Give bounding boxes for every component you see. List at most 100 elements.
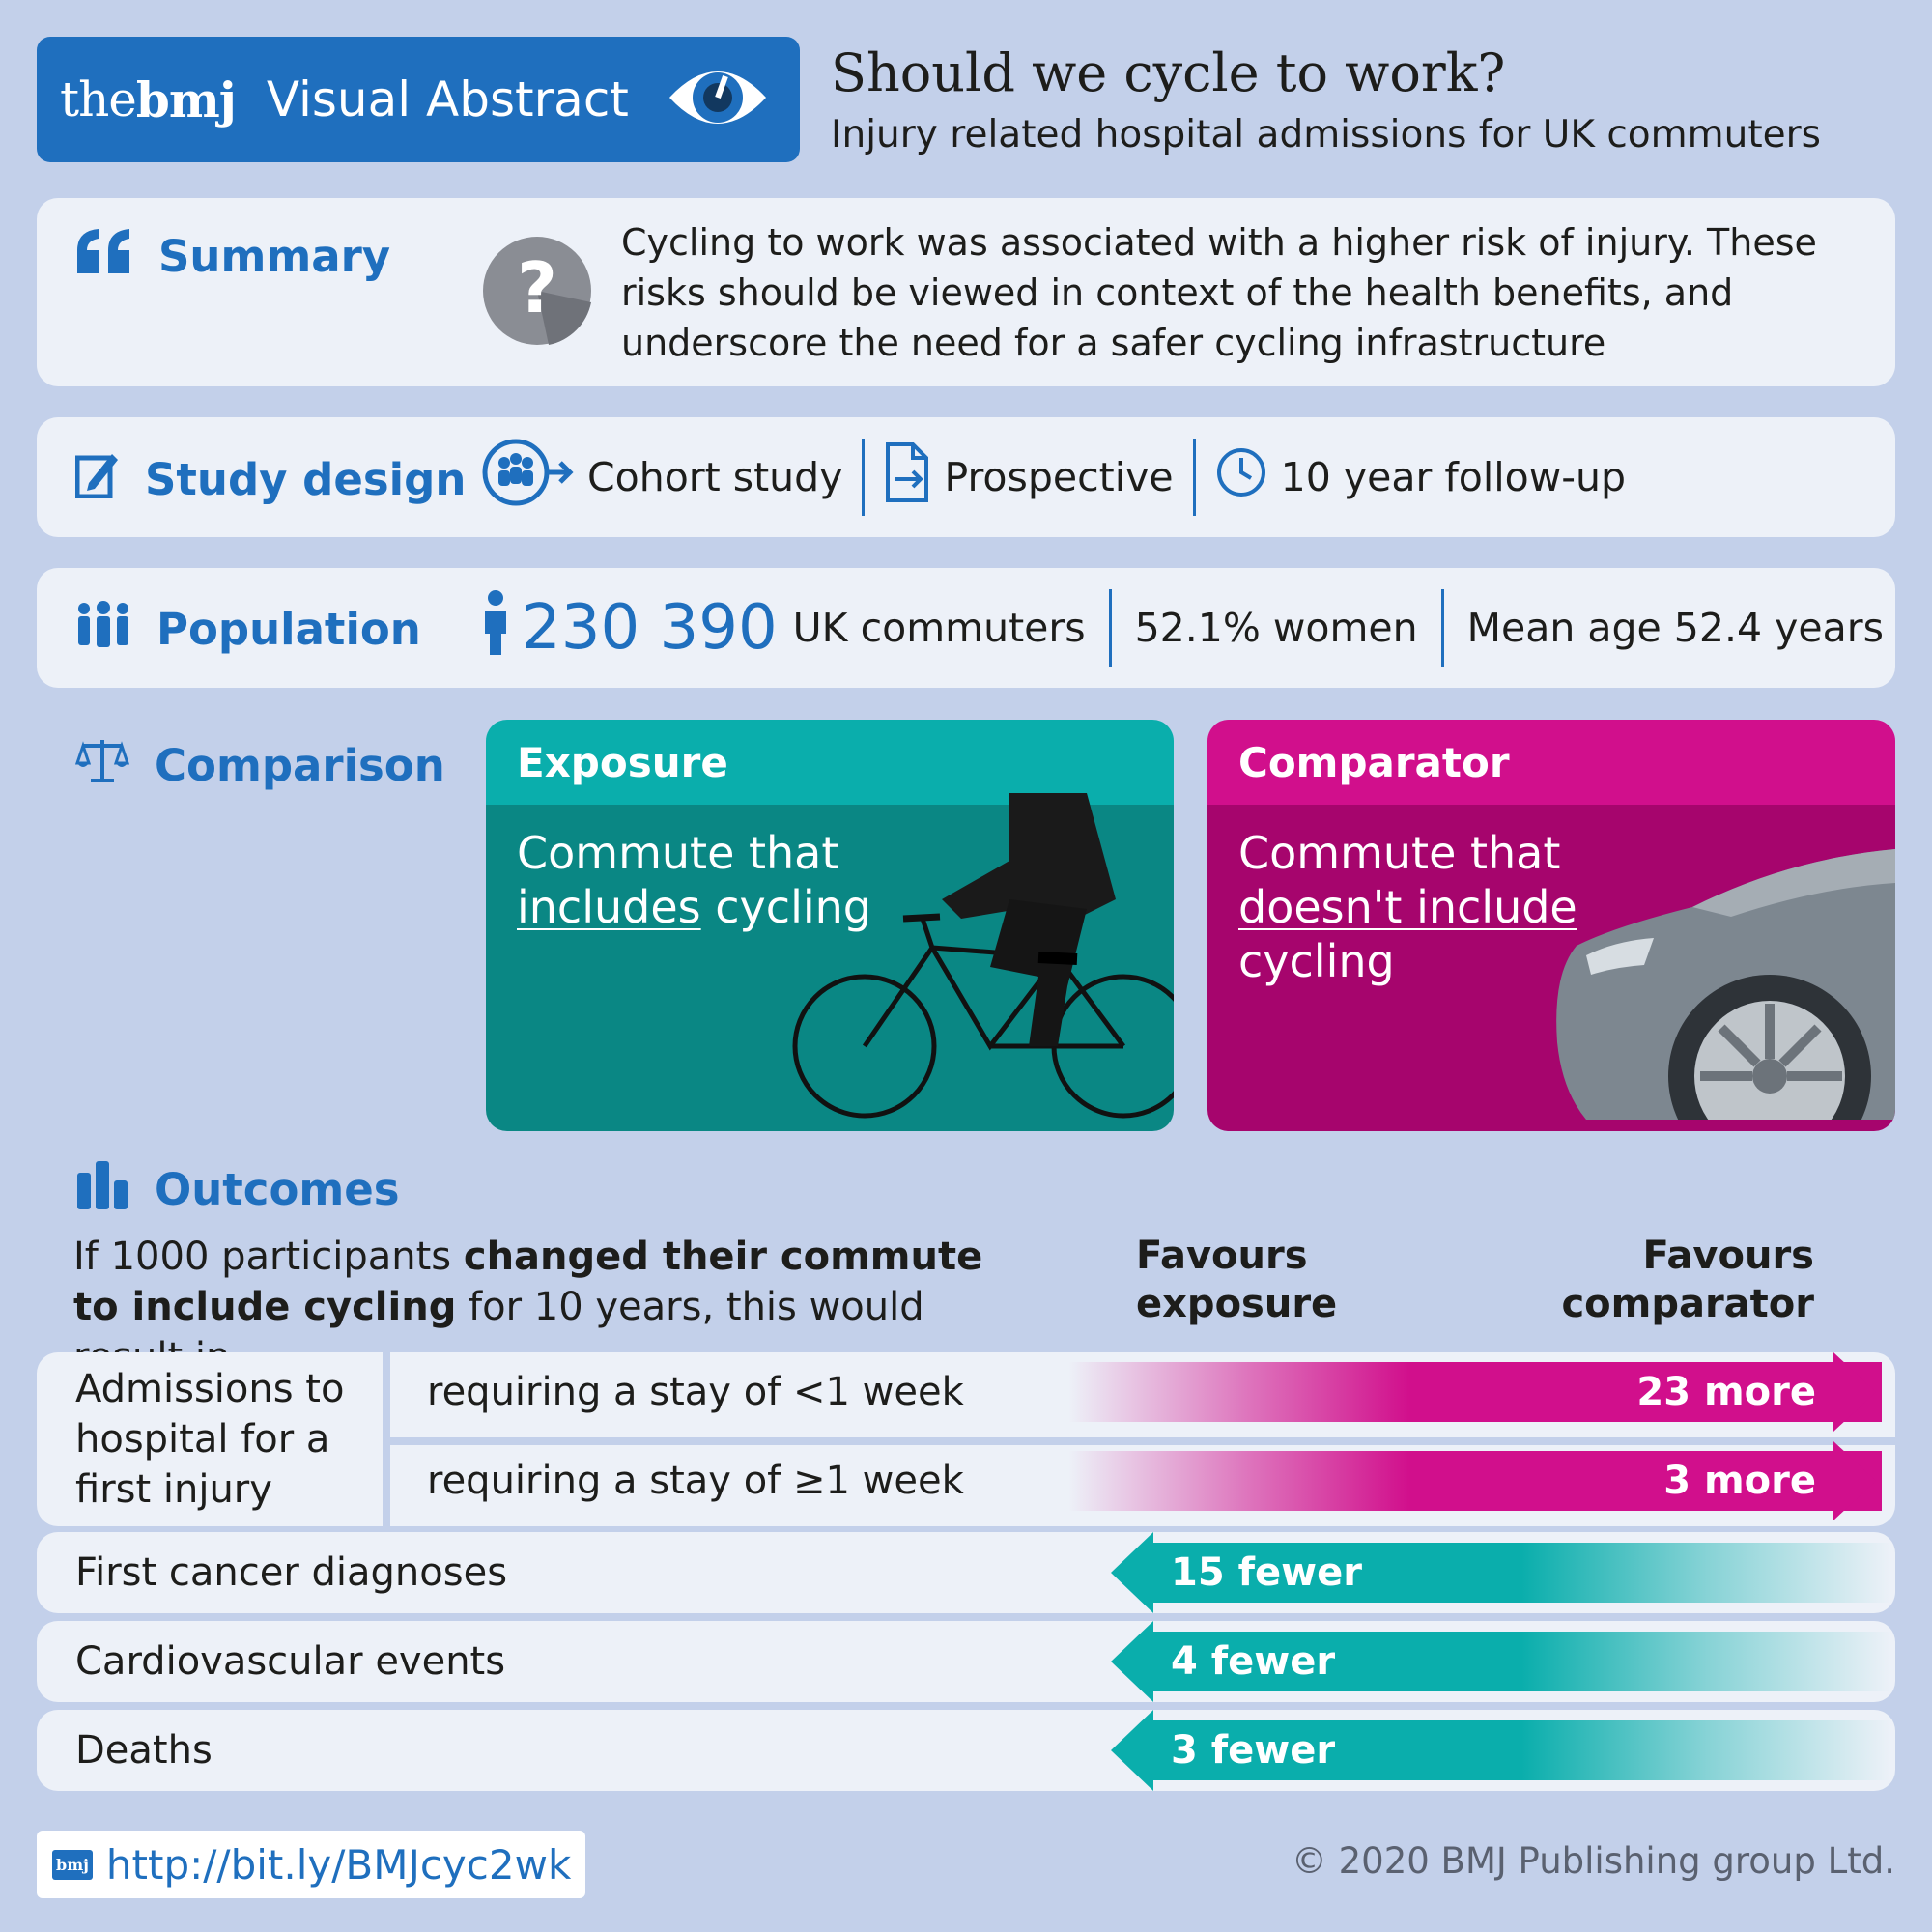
cyclist-illustration bbox=[768, 793, 1174, 1131]
outcome-label-stay-long: requiring a stay of ≥1 week bbox=[427, 1459, 964, 1503]
favours-exposure-line2: exposure bbox=[1136, 1282, 1338, 1326]
result-stay-short: 23 more bbox=[1636, 1370, 1816, 1414]
bar-chart-icon bbox=[75, 1159, 155, 1220]
divider bbox=[1192, 439, 1196, 516]
divider bbox=[1440, 589, 1444, 667]
svg-text:?: ? bbox=[517, 247, 557, 328]
result-cardiovascular: 4 fewer bbox=[1151, 1632, 1891, 1691]
outcome-row-cardiovascular: Cardiovascular events 4 fewer bbox=[37, 1621, 1895, 1702]
study-design-item-prospective: Prospective bbox=[884, 440, 1174, 514]
population-count: 230 390 bbox=[522, 592, 778, 664]
population-count-label: UK commuters bbox=[792, 605, 1086, 651]
population-women: 52.1% women bbox=[1134, 605, 1418, 651]
population-age: Mean age 52.4 years bbox=[1466, 605, 1884, 651]
population-title: Population bbox=[156, 604, 421, 655]
arrow-right-icon bbox=[1833, 1441, 1876, 1520]
comparator-body: Commute that doesn't include cycling bbox=[1208, 805, 1895, 1131]
outcome-label-stay-short: requiring a stay of <1 week bbox=[427, 1370, 964, 1414]
pencil-icon bbox=[74, 450, 145, 509]
study-design-followup: 10 year follow-up bbox=[1280, 454, 1627, 500]
exposure-underlined: includes bbox=[517, 881, 701, 933]
favours-exposure-line1: Favours bbox=[1136, 1234, 1308, 1278]
study-design-prospective: Prospective bbox=[944, 454, 1174, 500]
intro-bold: changed their commute to include cycling bbox=[73, 1235, 983, 1329]
injury-label: Admissions to hospital for a first injur… bbox=[75, 1367, 345, 1512]
comparator-line3: cycling bbox=[1238, 935, 1395, 987]
comparator-header: Comparator bbox=[1208, 720, 1895, 805]
exposure-card: Exposure Commute that includes cycling bbox=[486, 720, 1174, 1131]
footer-link[interactable]: bmj http://bit.ly/BMJcyc2wk bbox=[37, 1831, 585, 1898]
injury-outcome-group: Admissions to hospital for a first injur… bbox=[37, 1352, 1895, 1526]
people-icon bbox=[75, 601, 156, 658]
exposure-line2-rest: cycling bbox=[700, 881, 871, 933]
outcome-row-deaths: Deaths 3 fewer bbox=[37, 1710, 1895, 1791]
scales-icon bbox=[74, 736, 155, 795]
page-subtitle: Injury related hospital admissions for U… bbox=[831, 113, 1821, 156]
cohort-icon bbox=[481, 438, 587, 517]
study-design-item-followup: 10 year follow-up bbox=[1215, 446, 1626, 508]
result-deaths: 3 fewer bbox=[1151, 1720, 1891, 1780]
study-design-cohort: Cohort study bbox=[587, 454, 843, 500]
intro-part1: If 1000 participants bbox=[73, 1235, 464, 1279]
result-stay-long: 3 more bbox=[1663, 1459, 1816, 1503]
arrow-right-icon bbox=[1833, 1352, 1876, 1432]
comparison-heading: Comparison bbox=[74, 736, 445, 795]
arrow-left-icon bbox=[1111, 1710, 1153, 1791]
footer-url[interactable]: http://bit.ly/BMJcyc2wk bbox=[105, 1840, 572, 1889]
result-bar-stay-long bbox=[1068, 1451, 1882, 1511]
result-cancer: 15 fewer bbox=[1151, 1543, 1891, 1603]
study-design-panel: Study design Cohort study Prospective bbox=[37, 417, 1895, 537]
divider bbox=[1108, 589, 1112, 667]
person-icon bbox=[481, 589, 510, 667]
brand-label: Visual Abstract bbox=[266, 71, 629, 128]
page-title: Should we cycle to work? bbox=[831, 43, 1506, 103]
question-icon: ? bbox=[481, 235, 593, 351]
comparator-underlined: doesn't include bbox=[1238, 881, 1577, 933]
brand-bmj: bmj bbox=[135, 71, 237, 128]
summary-panel: Summary ? Cycling to work was associated… bbox=[37, 198, 1895, 386]
comparator-description: Commute that doesn't include cycling bbox=[1238, 826, 1864, 988]
favours-comparator-line1: Favours bbox=[1642, 1234, 1814, 1278]
clock-icon bbox=[1215, 446, 1281, 508]
copyright: © 2020 BMJ Publishing group Ltd. bbox=[1291, 1840, 1895, 1882]
comparator-line1: Commute that bbox=[1238, 827, 1561, 879]
outcome-label-cardiovascular: Cardiovascular events bbox=[75, 1639, 506, 1684]
study-design-item-cohort: Cohort study bbox=[481, 438, 842, 517]
outcome-label-cancer: First cancer diagnoses bbox=[75, 1550, 508, 1595]
favours-comparator-label: Favours comparator bbox=[1561, 1232, 1814, 1328]
result-bar-stay-short bbox=[1068, 1362, 1882, 1422]
outcome-label-deaths: Deaths bbox=[75, 1728, 213, 1773]
bmj-logo: bmj bbox=[52, 1849, 93, 1880]
exposure-line1: Commute that bbox=[517, 827, 839, 879]
population-panel: Population 230 390 UK commuters 52.1% wo… bbox=[37, 568, 1895, 688]
eye-icon bbox=[668, 61, 768, 138]
quote-icon bbox=[75, 227, 158, 286]
divider bbox=[386, 1437, 1895, 1445]
summary-title: Summary bbox=[158, 231, 391, 282]
arrow-left-icon bbox=[1111, 1532, 1153, 1613]
exposure-body: Commute that includes cycling bbox=[486, 793, 1174, 1131]
comparator-card: Comparator Commute that doesn't include … bbox=[1208, 720, 1895, 1131]
study-design-heading: Study design bbox=[74, 450, 467, 509]
exposure-description: Commute that includes cycling bbox=[517, 826, 1143, 934]
outcomes-title: Outcomes bbox=[155, 1164, 400, 1215]
outcome-row-cancer: First cancer diagnoses 15 fewer bbox=[37, 1532, 1895, 1613]
summary-text: Cycling to work was associated with a hi… bbox=[621, 221, 1817, 364]
car-illustration bbox=[1548, 849, 1895, 1131]
brand-the: the bbox=[60, 71, 137, 128]
study-design-title: Study design bbox=[145, 454, 467, 505]
population-heading: Population bbox=[75, 601, 421, 658]
population-stats: 230 390 UK commuters 52.1% women Mean ag… bbox=[481, 568, 1884, 688]
exposure-header: Exposure bbox=[486, 720, 1174, 805]
summary-heading: Summary bbox=[75, 227, 390, 286]
study-design-items: Cohort study Prospective 10 year follow-… bbox=[481, 417, 1626, 537]
favours-exposure-label: Favours exposure bbox=[1136, 1232, 1337, 1328]
exposure-line2: includes cycling bbox=[517, 880, 1143, 934]
headline: Should we cycle to work? Injury related … bbox=[831, 43, 1893, 156]
arrow-left-icon bbox=[1111, 1621, 1153, 1702]
comparison-title: Comparison bbox=[155, 740, 445, 791]
favours-comparator-line2: comparator bbox=[1561, 1282, 1814, 1326]
document-arrow-icon bbox=[884, 440, 944, 514]
outcomes-heading: Outcomes bbox=[75, 1159, 400, 1220]
